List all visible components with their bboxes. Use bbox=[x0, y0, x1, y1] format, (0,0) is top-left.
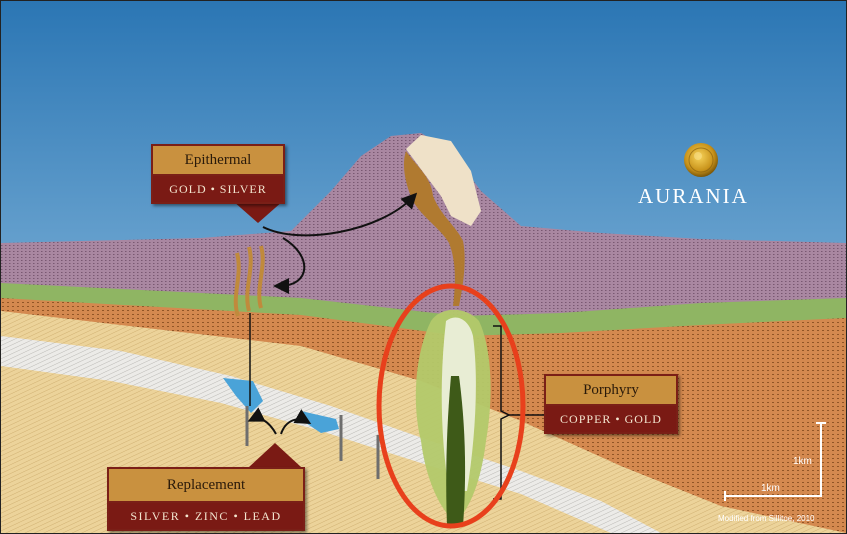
epithermal-metals: GOLD • SILVER bbox=[151, 174, 285, 204]
brand-wordmark: AURANIA bbox=[638, 184, 749, 209]
epithermal-callout: Epithermal GOLD • SILVER bbox=[151, 144, 285, 204]
replacement-metals: SILVER • ZINC • LEAD bbox=[107, 501, 305, 531]
horizontal-scale-label: 1km bbox=[761, 483, 780, 494]
replacement-callout: Replacement SILVER • ZINC • LEAD bbox=[107, 467, 305, 531]
porphyry-callout: Porphyry COPPER • GOLD bbox=[544, 374, 678, 434]
epithermal-title: Epithermal bbox=[151, 144, 285, 174]
gold-coin-icon bbox=[684, 143, 718, 177]
vertical-scale-label: 1km bbox=[793, 456, 812, 467]
replacement-title: Replacement bbox=[107, 467, 305, 501]
source-credit: Modified from Sillitoe, 2010 bbox=[718, 514, 815, 523]
porphyry-title: Porphyry bbox=[544, 374, 678, 404]
porphyry-metals: COPPER • GOLD bbox=[544, 404, 678, 434]
